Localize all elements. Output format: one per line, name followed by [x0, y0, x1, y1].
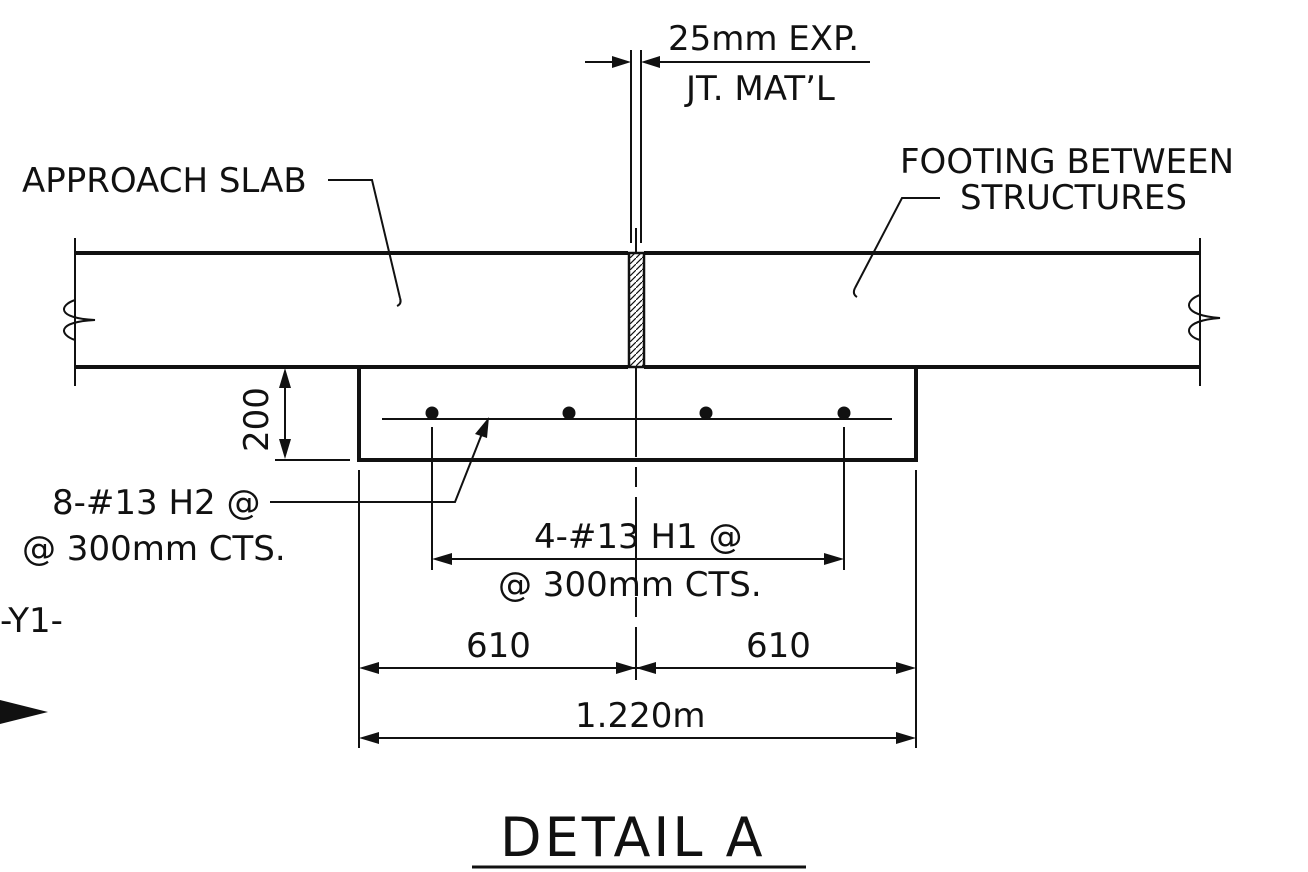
half-width-dimension	[359, 662, 916, 674]
slab	[62, 238, 1221, 386]
dim-depth-label: 200	[237, 387, 277, 452]
h1-label-line2: @ 300mm CTS.	[498, 565, 762, 605]
extension-lines	[358, 427, 917, 748]
expansion-joint	[585, 50, 870, 369]
left-break-symbol	[62, 270, 96, 360]
total-width-dimension	[359, 732, 916, 744]
dim-total-label: 1.220m	[575, 696, 705, 736]
expansion-joint-label-line2: JT. MAT’L	[684, 69, 835, 109]
approach-slab-label: APPROACH SLAB	[22, 161, 307, 201]
footing-label-line1: FOOTING BETWEEN	[900, 142, 1234, 182]
h1-label-line1: 4-#13 H1 @	[534, 517, 742, 557]
rebar-h1-2	[562, 406, 576, 420]
h2-label-line2: @ 300mm CTS.	[22, 529, 286, 569]
detail-title: DETAIL A	[500, 806, 766, 869]
expansion-joint-label-line1: 25mm EXP.	[668, 19, 859, 59]
rebar-h1-1	[425, 406, 439, 420]
dim-right-half-label: 610	[746, 626, 811, 666]
right-break-symbol	[1188, 270, 1221, 360]
h1-spacing-dimension	[432, 553, 844, 565]
h2-label-line1: 8-#13 H2 @	[52, 483, 260, 523]
footing-label-line2: STRUCTURES	[960, 178, 1187, 218]
leaders	[270, 179, 940, 503]
alignment-label: -Y1-	[0, 601, 63, 641]
direction-arrow-icon	[0, 700, 48, 724]
rebar-h1-3	[699, 406, 713, 420]
rebar-h1-4	[837, 406, 851, 420]
depth-dimension: 200	[237, 368, 350, 461]
footing	[357, 367, 918, 462]
dim-left-half-label: 610	[466, 626, 531, 666]
